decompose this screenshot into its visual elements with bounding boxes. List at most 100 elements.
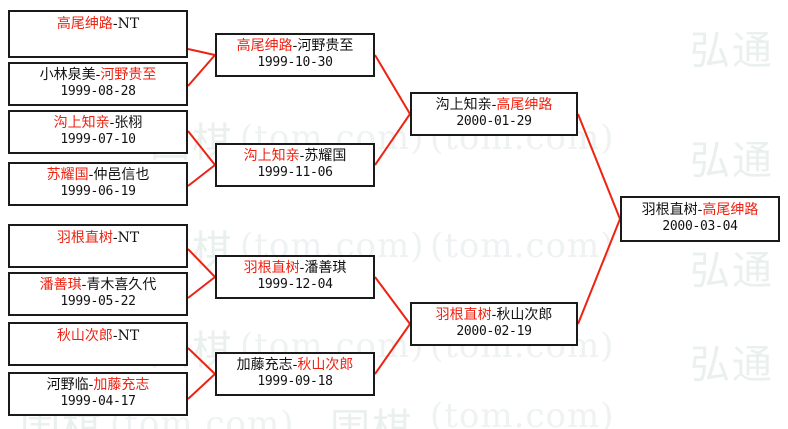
match-box-r1m8[interactable]: 河野临-加藤充志 1999-04-17 [8,372,188,416]
match-players: 羽根直树-潘善琪 [244,261,347,277]
player-loser: 河野临 [46,377,89,394]
player-separator: - [491,97,497,114]
player-winner: 羽根直树 [56,230,113,246]
link-r1m1-r2m1 [187,48,216,56]
player-winner: 高尾绅路 [56,16,113,32]
match-players: 羽根直树-NT [56,230,140,247]
player-loser: 沟上知亲 [435,97,492,114]
player-winner: 高尾绅路 [236,38,293,55]
player-winner: 加藤充志 [93,377,150,394]
match-box-final[interactable]: 羽根直树-高尾绅路 2000-03-04 [620,196,780,242]
player-loser: 青木喜久代 [86,277,157,294]
match-box-r3m2[interactable]: 羽根直树-秋山次郎 2000-02-19 [410,302,578,346]
player-loser: 小林泉美 [39,67,96,84]
match-box-r1m7[interactable]: 秋山次郎-NT [8,322,188,366]
player-separator: - [112,328,118,344]
watermark-text: (tom.com) [430,396,615,429]
player-separator: - [88,377,94,394]
watermark-text: 弘通 [690,248,774,294]
match-players: 沟上知亲-高尾绅路 [436,98,553,114]
player-winner: 潘善琪 [39,277,82,294]
player-loser: NT [117,328,140,344]
match-players: 高尾绅路-NT [56,16,140,33]
player-loser: 秋山次郎 [496,307,553,324]
match-box-r2m4[interactable]: 加藤充志-秋山次郎 1999-09-18 [215,352,375,396]
player-separator: - [109,115,115,132]
link-r3m2-r4m1 [577,218,621,325]
link-r1m2-r2m1 [187,54,216,87]
watermark-text: 弘通 [690,342,774,388]
match-box-r1m3[interactable]: 沟上知亲-张栩 1999-07-10 [8,110,188,154]
player-separator: - [299,148,305,165]
player-loser: NT [117,230,140,246]
player-separator: - [292,357,298,374]
link-r2m2-r3m1 [374,113,411,166]
player-loser: 羽根直树 [641,202,698,219]
match-date: 1999-12-04 [257,277,333,293]
match-box-r3m1[interactable]: 沟上知亲-高尾绅路 2000-01-29 [410,92,578,136]
match-box-r2m3[interactable]: 羽根直树-潘善琪 1999-12-04 [215,255,375,299]
match-players: 沟上知亲-张栩 [54,116,143,132]
match-date: 2000-03-04 [662,219,738,235]
link-r2m3-r3m2 [374,276,411,325]
player-winner: 高尾绅路 [496,97,553,114]
match-box-r2m1[interactable]: 高尾绅路-河野贵至 1999-10-30 [215,33,375,77]
player-separator: - [292,38,298,55]
player-winner: 河野贵至 [100,67,157,84]
player-loser: NT [117,16,140,32]
player-winner: 沟上知亲 [53,115,110,132]
link-r2m4-r3m2 [374,323,411,375]
match-players: 河野临-加藤充志 [47,378,150,394]
watermark-text: 围棋 [330,406,414,429]
match-players: 小林泉美-河野贵至 [40,68,157,84]
player-loser: 仲邑信也 [93,167,150,184]
watermark-text: 弘通 [690,28,774,74]
match-date: 2000-02-19 [456,324,532,340]
match-box-r1m1[interactable]: 高尾绅路-NT [8,10,188,58]
link-r1m7-r2m4 [187,347,216,375]
match-players: 苏耀国-仲邑信也 [47,168,150,184]
player-winner: 羽根直树 [435,307,492,324]
player-separator: - [88,167,94,184]
player-winner: 羽根直树 [243,260,300,277]
player-winner: 秋山次郎 [297,357,354,374]
link-r3m1-r4m1 [577,113,621,220]
match-players: 加藤充志-秋山次郎 [237,358,354,374]
player-separator: - [112,16,118,32]
match-box-r1m4[interactable]: 苏耀国-仲邑信也 1999-06-19 [8,162,188,206]
player-loser: 张栩 [114,115,143,132]
match-players: 羽根直树-高尾绅路 [642,203,759,219]
link-r1m3-r2m2 [187,130,216,166]
link-r1m8-r2m4 [187,373,216,400]
player-loser: 加藤充志 [236,357,293,374]
match-players: 沟上知亲-苏耀国 [244,149,347,165]
match-date: 1999-06-19 [60,184,136,200]
match-players: 羽根直树-秋山次郎 [436,308,553,324]
watermark-text: (tom.com) [430,226,615,266]
match-date: 1999-04-17 [60,394,136,410]
player-loser: 潘善琪 [304,260,347,277]
watermark-text: 弘通 [690,138,774,184]
match-players: 高尾绅路-河野贵至 [237,39,354,55]
player-winner: 秋山次郎 [56,328,113,344]
player-winner: 苏耀国 [46,167,89,184]
player-loser: 河野贵至 [297,38,354,55]
player-separator: - [491,307,497,324]
match-box-r1m5[interactable]: 羽根直树-NT [8,224,188,268]
link-r1m5-r2m3 [187,248,216,278]
player-loser: 苏耀国 [304,148,347,165]
match-box-r1m2[interactable]: 小林泉美-河野贵至 1999-08-28 [8,62,188,106]
player-separator: - [112,230,118,246]
player-separator: - [95,67,101,84]
match-box-r2m2[interactable]: 沟上知亲-苏耀国 1999-11-06 [215,143,375,187]
match-date: 2000-01-29 [456,114,532,130]
match-date: 1999-05-22 [60,294,136,310]
match-date: 1999-10-30 [257,55,333,71]
match-date: 1999-11-06 [257,165,333,181]
match-date: 1999-08-28 [60,84,136,100]
match-box-r1m6[interactable]: 潘善琪-青木喜久代 1999-05-22 [8,272,188,316]
match-players: 秋山次郎-NT [56,328,140,345]
player-separator: - [299,260,305,277]
player-separator: - [81,277,87,294]
